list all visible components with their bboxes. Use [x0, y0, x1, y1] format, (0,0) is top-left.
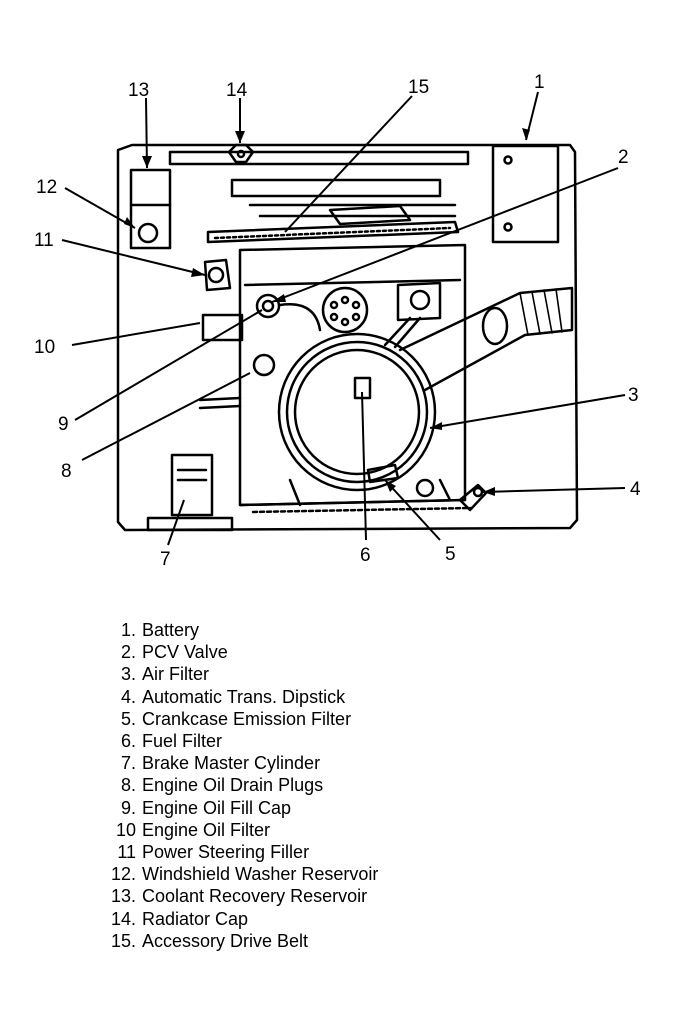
legend-label: Crankcase Emission Filter: [142, 708, 352, 729]
legend-label: Fuel Filter: [142, 731, 223, 752]
legend-label: PCV Valve: [142, 642, 228, 663]
legend-label: Coolant Recovery Reservoir: [142, 886, 368, 907]
fuel-filter-shape: [353, 376, 372, 400]
legend-item: 14. Radiator Cap: [96, 908, 656, 930]
legend-number: 9.: [120, 797, 136, 818]
callout-6: 6: [360, 545, 371, 566]
legend-number: 1.: [120, 620, 136, 640]
drive-belt-shape: [206, 220, 460, 244]
legend-label: Automatic Trans. Dipstick: [142, 686, 346, 707]
callout-10: 10: [34, 337, 55, 358]
legend-label: Accessory Drive Belt: [142, 930, 309, 951]
legend-number: 5.: [120, 708, 136, 729]
callout-13: 13: [128, 80, 149, 101]
callout-4: 4: [630, 479, 641, 500]
legend-number: 13.: [110, 886, 136, 907]
battery-shape: [491, 144, 560, 244]
legend-item: 11 Power Steering Filler: [96, 841, 656, 863]
legend-number: 14.: [110, 908, 136, 929]
legend-item: 12. Windshield Washer Reservoir: [96, 863, 656, 885]
legend-item: 15. Accessory Drive Belt: [96, 930, 656, 952]
legend-number: 8.: [120, 775, 136, 796]
callout-2: 2: [618, 147, 629, 168]
legend-number: 2.: [120, 642, 136, 663]
compartment-outline: [116, 143, 579, 532]
legend-label: Power Steering Filler: [142, 842, 310, 863]
engine-compartment-diagram: 1 2 3 4 5 6 7 8 9 10 11 12 13 14 15: [34, 72, 641, 570]
radiator-rail: [168, 150, 470, 166]
power-steering-shape: [203, 258, 232, 292]
legend-item: 3. Air Filter: [96, 663, 656, 685]
legend-label: Windshield Washer Reservoir: [142, 864, 379, 885]
callout-7: 7: [160, 549, 171, 570]
callout-9: 9: [58, 414, 69, 435]
legend-number: 3.: [120, 664, 136, 685]
oil-filter-shape: [201, 313, 244, 342]
legend-item: 4. Automatic Trans. Dipstick: [96, 686, 656, 708]
callout-5: 5: [445, 544, 456, 565]
legend-number: 4.: [120, 686, 136, 707]
callout-12: 12: [36, 177, 57, 198]
air-filter-shape: [277, 332, 437, 492]
legend-label: Air Filter: [142, 664, 209, 685]
master-cylinder-shape: [170, 453, 214, 517]
legend-item: 8. Engine Oil Drain Plugs: [96, 774, 656, 796]
legend-label: Engine Oil Drain Plugs: [142, 775, 324, 796]
legend-label: Engine Oil Fill Cap: [142, 797, 292, 818]
legend-item: 2. PCV Valve: [96, 641, 656, 663]
legend-number: 12.: [110, 864, 136, 885]
legend-number: 11: [117, 842, 136, 863]
legend-label: Engine Oil Filter: [142, 819, 271, 840]
oil-fill-cap-shape: [255, 293, 281, 319]
legend-number: 6.: [120, 731, 136, 752]
legend-item: 13. Coolant Recovery Reservoir: [96, 885, 656, 907]
legend-item: 6. Fuel Filter: [96, 730, 656, 752]
callout-1: 1: [534, 72, 545, 93]
legend-label: Battery: [142, 620, 200, 640]
legend-item: 9. Engine Oil Fill Cap: [96, 797, 656, 819]
radiator-cap-shape: [227, 143, 255, 164]
legend-item: 1. Battery: [96, 619, 656, 641]
callout-8: 8: [61, 461, 72, 482]
legend-item: 7. Brake Master Cylinder: [96, 752, 656, 774]
legend-label: Radiator Cap: [142, 908, 249, 929]
legend-item: 5. Crankcase Emission Filter: [96, 708, 656, 730]
intake-duct: [398, 286, 574, 392]
legend-number: 10: [115, 819, 136, 840]
callout-11: 11: [34, 230, 54, 251]
washer-cap-shape: [137, 222, 159, 244]
distributor-shape: [321, 286, 369, 334]
legend-item: 10 Engine Oil Filter: [96, 819, 656, 841]
callout-14: 14: [226, 80, 248, 101]
legend-label: Brake Master Cylinder: [142, 753, 321, 774]
coolant-reservoir-shape: [129, 168, 172, 250]
legend-number: 7.: [120, 753, 136, 774]
legend-number: 15.: [110, 930, 136, 951]
callout-15: 15: [408, 77, 429, 98]
radiator-slot: [230, 178, 442, 198]
callout-3: 3: [628, 385, 639, 406]
legend: 1. Battery 2. PCV Valve 3. Air Filter 4. Aut…: [96, 619, 656, 952]
